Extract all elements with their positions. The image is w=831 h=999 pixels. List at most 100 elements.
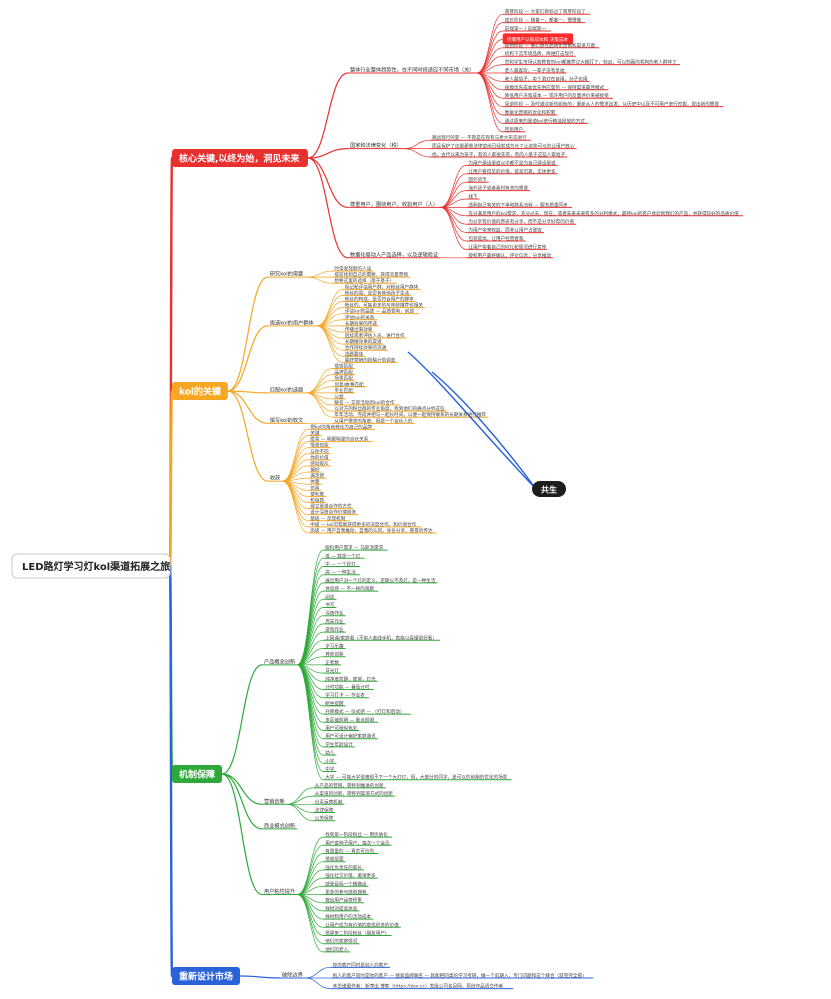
item-label-b1-1-1[interactable]: 而且保护了这里那些法律空前已经就成为长了让这些可以的让用户放心	[432, 143, 575, 150]
item-label-b4-0-0[interactable]: 你的客户同时是别人的客户	[333, 961, 388, 968]
item-label-b2-0-2[interactable]: 想要这里的选择（基于基于）	[334, 277, 394, 284]
item-label-b3-0-2[interactable]: 中 — 一个好灯	[325, 561, 356, 568]
item-label-b1-0-12[interactable]: 数据化营销的优化和积累	[505, 109, 556, 116]
group-label-b2-4[interactable]: 收获	[270, 474, 280, 482]
branch-node-b2[interactable]	[172, 382, 228, 400]
group-label-b1-2[interactable]: 尊重用户，围绕用户，收割用户（人）	[350, 200, 438, 208]
annotation-node[interactable]	[532, 481, 566, 497]
item-label-b2-4-12[interactable]: 和谐感	[310, 497, 324, 504]
item-label-b3-0-6[interactable]: 阅读	[325, 593, 335, 600]
item-label-b3-3-13[interactable]: 他们的家庭情况	[325, 938, 358, 945]
item-label-b2-4-14[interactable]: 设计深度合作价值链条	[310, 509, 356, 516]
branch-label-b4[interactable]: 重新设计市场	[179, 971, 233, 983]
item-label-b2-0-0[interactable]: 时常发现新的人设	[334, 265, 371, 272]
root-node[interactable]	[11, 553, 171, 579]
item-label-b1-2-3[interactable]: 海外孩子或者素材有关的需要	[468, 185, 528, 192]
item-label-b3-0-3[interactable]: 高 — 一种生活	[325, 569, 356, 576]
item-label-b1-0-9[interactable]: 规模优先成本优先供应量剂 — 保持渠道最佳模式	[505, 84, 605, 91]
item-label-b2-2-5[interactable]: 公益	[334, 393, 344, 400]
group-label-b2-1[interactable]: 挑选kol的用户群体	[270, 318, 315, 326]
item-label-b1-2-5[interactable]: 透明自己有关的下单和联系流程 — 服务质量同步	[468, 201, 568, 208]
item-label-b1-1-2[interactable]: 他，古代以来为孩子，有的人家很先有，有的人基于这些人家给子	[432, 151, 566, 158]
item-label-b2-4-6[interactable]: 感动观众	[310, 460, 329, 467]
item-label-b3-0-22[interactable]: 用户可操纵色彩	[325, 725, 358, 732]
item-label-b2-1-7[interactable]: 传播出来效果	[345, 326, 373, 333]
item-label-b2-1-6[interactable]: 长期效果的传递	[345, 320, 378, 327]
item-label-b3-0-27[interactable]: 中学	[325, 766, 335, 773]
item-label-b3-0-11[interactable]: 上网课/家庭看（不带人离线手机，就能以直播更好看）	[325, 634, 437, 641]
item-label-b3-3-14[interactable]: 他们的老人	[325, 946, 348, 953]
item-label-b3-0-20[interactable]: 升降模式 — 仪式感 — （打灯和启动）	[325, 708, 404, 715]
item-label-b2-2-2[interactable]: 场景匹配	[334, 375, 353, 382]
item-label-b1-0-0[interactable]: 萌芽阶段 — 大家们目标过了萌芽阶段了	[505, 8, 586, 15]
group-label-b1-0[interactable]: 整体行业整体趋势性，在不同时段适应不同市场（关）	[350, 66, 475, 74]
item-label-b2-2-6[interactable]: 联名 — 实际活动的kol的合作	[334, 399, 394, 406]
item-label-b2-2-3[interactable]: 创意/故事匹配	[334, 381, 364, 388]
branch-node-b4[interactable]	[172, 967, 240, 985]
item-label-b1-3-0[interactable]: 授权用户最终确认，评价信息，分享推动	[468, 252, 551, 259]
item-label-b2-4-5[interactable]: 你的价值	[310, 454, 329, 461]
item-label-b2-1-2[interactable]: 粉丝的构成，是否符合用户的群体	[345, 296, 414, 303]
item-label-b3-3-4[interactable]: 强化负责任的家长	[325, 864, 362, 871]
item-label-b2-4-1[interactable]: 关键	[310, 430, 320, 437]
item-label-b2-3-0[interactable]: 从用户需求的角度，但是一个合伙人的	[334, 417, 413, 424]
item-label-b3-0-25[interactable]: 幼儿	[325, 749, 335, 756]
item-label-b3-0-16[interactable]: 纯净度防静，疲劳，灯光	[325, 675, 376, 682]
highlight-node[interactable]	[502, 33, 574, 45]
item-label-b3-0-14[interactable]: 正者数	[325, 659, 339, 666]
item-label-b1-0-13[interactable]: 通过原来的渠道kol进行精选投放的方式	[505, 117, 585, 124]
item-label-b3-3-7[interactable]: 更多的参与感和拥有	[325, 889, 367, 896]
group-label-b3-0[interactable]: 产品概念创新	[264, 657, 295, 665]
item-label-b2-1-12[interactable]: 最终营销的投稿计划调查	[345, 356, 396, 363]
item-label-b3-0-24[interactable]: 学生年龄设计	[325, 741, 353, 748]
item-label-b3-0-17[interactable]: 计时功能 — 番茄计时	[325, 684, 370, 691]
group-label-b1-1[interactable]: 国家和法律变化（税）	[350, 141, 402, 149]
item-label-b2-4-0[interactable]: 把kol的角色转化为自己的品牌	[310, 423, 372, 430]
item-label-b3-0-10[interactable]: 游戏作业	[325, 626, 344, 633]
group-label-b1-3[interactable]: 数据化驱动人产品选择，以及逻辑验证	[350, 250, 438, 258]
item-label-b1-2-8[interactable]: 为用户带来权益，而非让用户占便宜	[468, 227, 542, 234]
item-label-b3-0-26[interactable]: 小学	[325, 757, 335, 764]
item-label-b4-0-2[interactable]: 本思维图作者：新萍出 博客（https://jiex.cc）发展公司名目网，原创…	[333, 983, 504, 990]
item-label-b3-0-23[interactable]: 用户可设计偏好家庭通讯	[325, 733, 376, 740]
item-label-b1-1-0[interactable]: 跳战现行的变 — 不管是在现有与更大形态进行	[432, 134, 527, 141]
item-label-b3-0-7[interactable]: 书写	[325, 602, 335, 609]
item-label-b2-4-3[interactable]: 情感包装	[310, 442, 329, 449]
item-label-b2-4-8[interactable]: 满足感	[310, 472, 324, 479]
item-label-b2-1-11[interactable]: 选题最佳	[345, 350, 364, 357]
item-label-b2-1-3[interactable]: 粉丝的，可能更多的与年龄推荐也相关	[345, 302, 424, 309]
item-label-b2-4-15[interactable]: 基础 — 反馈机制	[310, 515, 345, 522]
item-label-b1-2-6[interactable]: 充分满足用户的kol需求，充分过去，现在，或者未来未来有多的分利模式，最终kol…	[468, 210, 739, 217]
item-label-b1-2-2[interactable]: 国外货币	[468, 176, 487, 183]
item-label-b3-0-13[interactable]: 其他创新	[325, 651, 344, 658]
item-label-b3-0-15[interactable]: 日光灯	[325, 667, 339, 674]
branch-node-b3[interactable]	[172, 765, 222, 783]
item-label-b1-0-10[interactable]: 降低用户决策成本 — 或许用户的反面评价来被接受	[505, 92, 609, 99]
item-label-b3-1-1[interactable]: 从渠道的创新，转移到渠道方式的创新	[315, 790, 394, 797]
item-label-b3-3-3[interactable]: 情感层面	[325, 856, 344, 863]
item-label-b2-1-1[interactable]: 粉丝的强，是否有其他孩子生活	[345, 289, 410, 296]
item-label-b1-2-10[interactable]: 让用户带着自己的KOL和情况进行宣传	[468, 243, 546, 250]
item-label-b3-0-0[interactable]: 眼科用户需求 — 马斯洛需求	[325, 544, 383, 551]
item-label-b2-2-1[interactable]: 品牌匹配	[334, 369, 353, 376]
item-label-b3-0-28[interactable]: 大学 — 可能大学很难很不下一个大灯灯，但，大部分的同学，是可以的前期的优化的场…	[325, 774, 507, 781]
branch-label-b3[interactable]: 机制保障	[179, 769, 215, 781]
item-label-b1-0-14[interactable]: 回到用户	[505, 126, 523, 133]
item-label-b3-0-5[interactable]: 体验感 — 不一样的观察	[325, 585, 374, 592]
item-label-b3-0-12[interactable]: 学习乐趣	[325, 643, 344, 650]
item-label-b3-3-12[interactable]: 搭建第二阶段粉丝（朋友用户）	[325, 930, 389, 937]
branch-label-b2[interactable]: kol的关键	[179, 386, 222, 398]
item-label-b3-3-9[interactable]: 样材对提高体验	[325, 905, 358, 912]
item-label-b2-1-9[interactable]: 长期做效果的渠道	[345, 338, 382, 345]
group-label-b3-1[interactable]: 营销创新	[264, 797, 285, 805]
item-label-b2-4-11[interactable]: 使利度	[310, 490, 324, 497]
item-label-b2-2-4[interactable]: 专业匹配	[334, 387, 353, 394]
item-label-b1-0-5[interactable]: 机构下沉市场品牌，降维打击现行	[505, 50, 574, 57]
item-label-b3-1-2[interactable]: 分享运营机制	[315, 798, 343, 805]
root-node-label[interactable]: LED路灯学习灯kol渠道拓展之旅	[22, 560, 170, 573]
item-label-b3-3-5[interactable]: 强化社交价值，邀请更多	[325, 872, 376, 879]
item-label-b2-2-7[interactable]: 以对方的粉丝群的专业角度，找到他们的痛点分析这些	[334, 405, 445, 412]
item-label-b3-1-3[interactable]: 法律保障	[315, 807, 334, 814]
group-label-b2-0[interactable]: 研究kol的需要	[270, 270, 303, 278]
item-label-b4-0-1[interactable]: 别人的客户同时是你的客户 — 搜索品牌联名 — 就能把同类的学习考研，做一个前期…	[333, 972, 587, 979]
